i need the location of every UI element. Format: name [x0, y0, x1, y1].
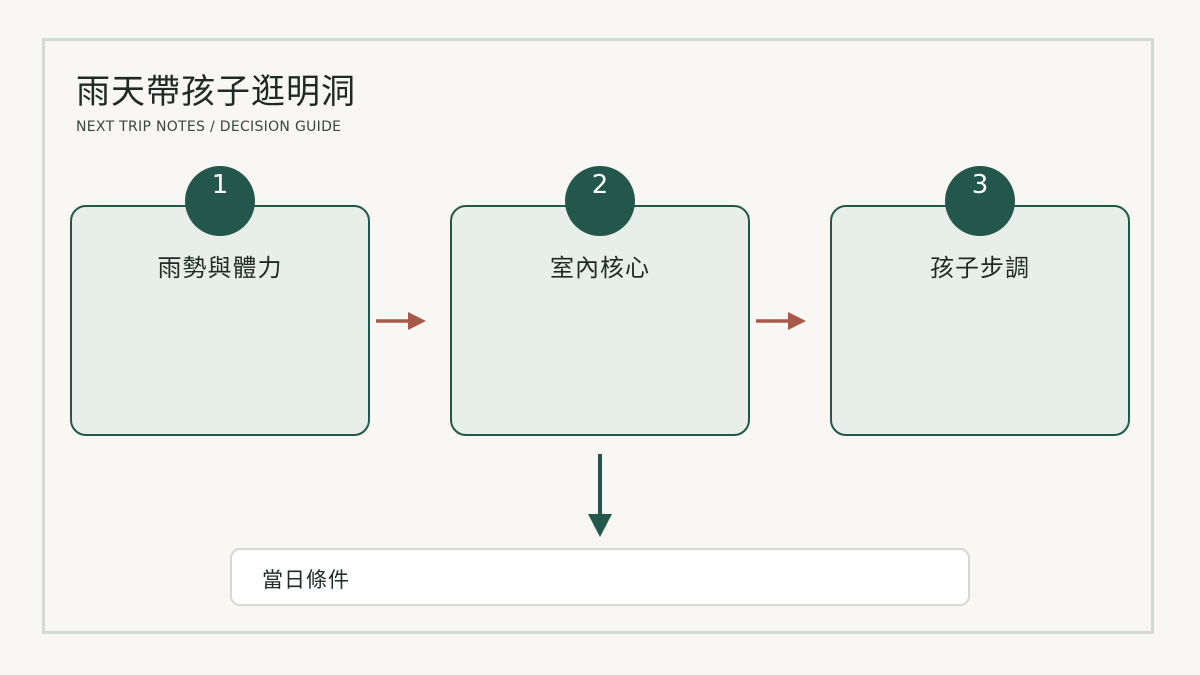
page-subtitle: NEXT TRIP NOTES / DECISION GUIDE	[76, 119, 342, 135]
step-number-1: 1	[211, 170, 229, 200]
step-label-1: 雨勢與體力	[157, 254, 283, 282]
step-card-2: 室內核心	[450, 205, 750, 436]
step-number-3: 3	[971, 170, 989, 200]
page-title: 雨天帶孩子逛明洞	[76, 72, 356, 112]
step-number-badge-2: 2	[565, 166, 635, 236]
step-number-badge-3: 3	[945, 166, 1015, 236]
step-label-3: 孩子步調	[930, 254, 1030, 282]
arrow-down-icon	[588, 454, 612, 537]
step-number-badge-1: 1	[185, 166, 255, 236]
step-number-2: 2	[591, 170, 609, 200]
condition-label: 當日條件	[262, 568, 350, 592]
arrow-right-icon	[376, 312, 426, 330]
arrow-right-icon	[756, 312, 806, 330]
step-card-3: 孩子步調	[830, 205, 1130, 436]
step-label-2: 室內核心	[550, 254, 650, 282]
condition-box: 當日條件	[230, 548, 970, 606]
step-card-1: 雨勢與體力	[70, 205, 370, 436]
